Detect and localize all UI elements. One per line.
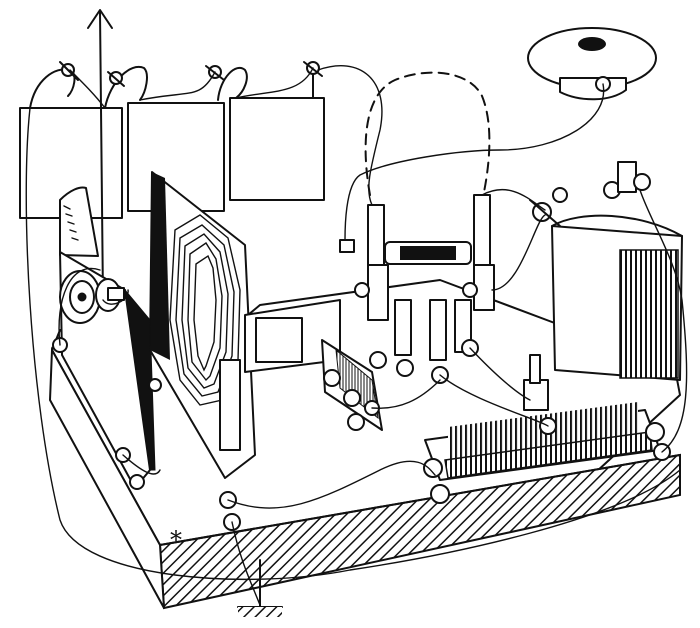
battery-cell-3 bbox=[229, 97, 325, 201]
battery-terminal-1[interactable] bbox=[29, 61, 79, 109]
wiring bbox=[25, 65, 688, 606]
ht-terminal-right[interactable] bbox=[603, 161, 651, 199]
grid-condenser bbox=[339, 239, 355, 253]
rear-panel bbox=[244, 299, 341, 373]
annotation-mark: * bbox=[170, 526, 182, 554]
tuning-coil bbox=[148, 171, 256, 531]
ht-battery bbox=[529, 161, 683, 381]
ground-symbol-icon bbox=[237, 559, 283, 617]
battery-terminal-2[interactable] bbox=[104, 65, 148, 109]
coil-support bbox=[219, 359, 241, 451]
battery-terminal-3[interactable] bbox=[205, 65, 248, 101]
fixed-condenser bbox=[321, 339, 383, 431]
filament-rheostat[interactable] bbox=[423, 354, 671, 504]
earphone-icon bbox=[527, 27, 657, 101]
rheostat-terminal-right[interactable] bbox=[645, 422, 665, 442]
antenna-arrow-icon bbox=[87, 9, 113, 301]
ht-terminal-left[interactable] bbox=[529, 187, 568, 227]
rheostat-slider[interactable] bbox=[523, 379, 549, 411]
rheostat-terminal-left[interactable] bbox=[423, 458, 443, 478]
